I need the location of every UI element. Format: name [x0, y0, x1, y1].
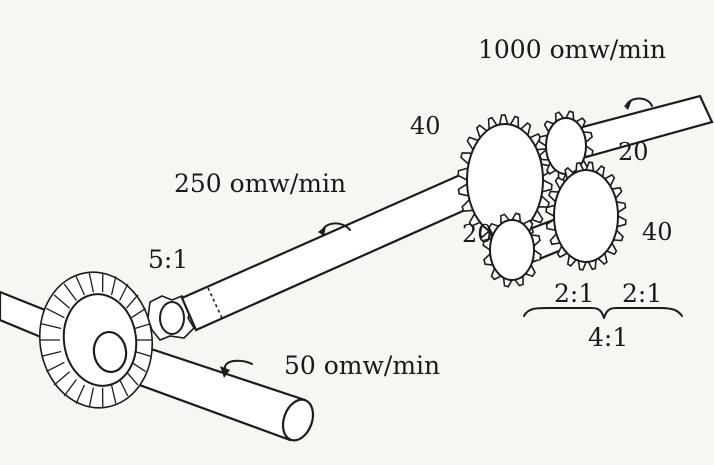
rotation-arrow-middle-head	[318, 226, 326, 236]
gear-teeth-label-top-20: 20	[618, 138, 649, 166]
ratio-brace	[523, 307, 683, 319]
bevel-tooth	[53, 294, 71, 309]
bevel-tooth	[46, 361, 65, 373]
bevel-tooth	[53, 371, 71, 386]
bevel-tooth	[110, 384, 117, 404]
ratio-label-total: 4:1	[588, 323, 628, 352]
bevel-tooth	[119, 283, 129, 301]
rotation-arrow-input-head	[220, 366, 230, 378]
rotation-arrow-output-head	[624, 100, 632, 110]
bevel-tooth	[134, 323, 151, 330]
bevel-tooth	[125, 294, 139, 309]
gear-teeth-label-lower-40: 40	[642, 218, 673, 246]
bevel-tooth	[131, 307, 146, 319]
bevel-gear-teeth	[40, 272, 152, 408]
bevel-tooth	[63, 283, 77, 301]
bevel-tooth	[41, 350, 62, 357]
bevel-tooth	[134, 350, 151, 357]
spur-gear-top-40	[457, 114, 553, 246]
spur-gear-lower-20	[482, 212, 542, 288]
bevel-tooth	[88, 272, 95, 293]
bevel-tooth	[125, 371, 139, 386]
bevel-tooth	[46, 307, 65, 319]
spur-gear-lower-40	[545, 161, 627, 271]
bevel-tooth	[88, 387, 95, 408]
output-speed-label: 1000 omw/min	[478, 35, 666, 64]
bevel-tooth	[75, 384, 86, 404]
gear-teeth-label-top-40: 40	[410, 112, 441, 140]
bevel-tooth	[110, 276, 117, 296]
large-bevel-gear	[38, 271, 154, 409]
bevel-tooth	[41, 323, 62, 330]
bevel-tooth	[119, 379, 129, 397]
ratio-label-second: 2:1	[622, 279, 662, 308]
input-speed-label: 50 omw/min	[284, 351, 440, 380]
ratio-label-first: 2:1	[554, 279, 594, 308]
gear-teeth-label-lower-20: 20	[462, 220, 493, 248]
bevel-tooth	[75, 276, 86, 296]
middle-speed-label: 250 omw/min	[174, 169, 346, 198]
bevel-tooth	[131, 361, 146, 373]
bevel-tooth	[63, 379, 77, 397]
bevel-ratio-label: 5:1	[148, 245, 188, 274]
pinion-gear	[147, 295, 196, 341]
